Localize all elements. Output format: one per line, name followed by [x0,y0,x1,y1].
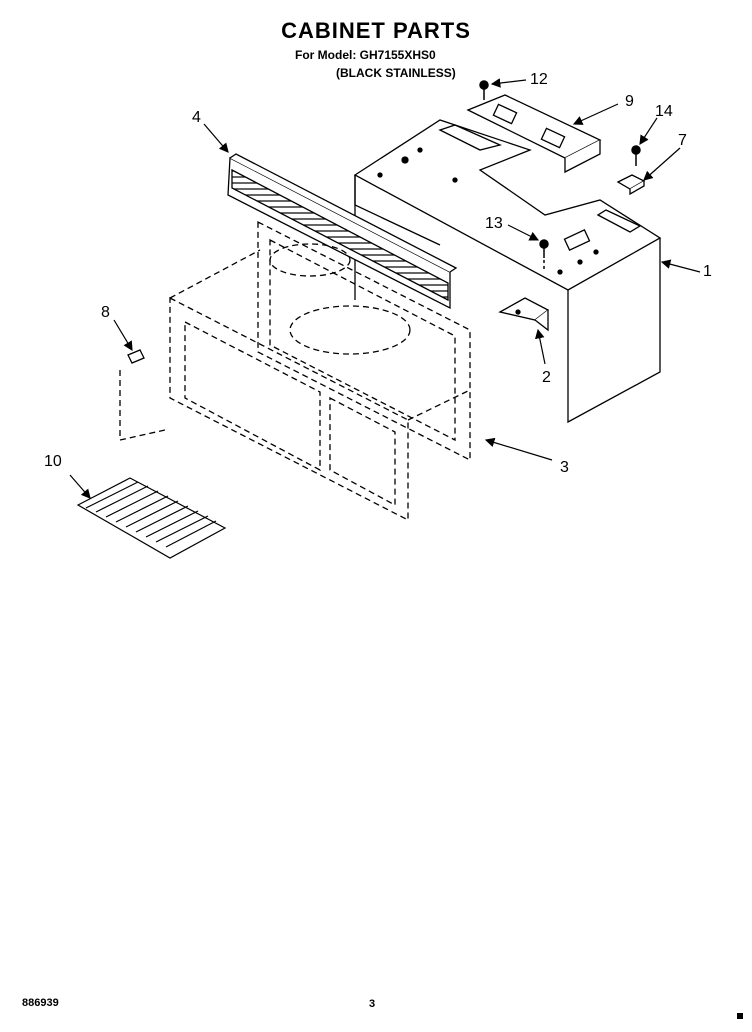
callout-2: 2 [542,369,551,386]
screw-12-part [479,80,489,100]
screw-13-part [539,239,549,272]
page-number: 3 [369,998,376,1010]
oven-cavity-part [257,220,471,462]
callout-10: 10 [44,453,62,470]
callout-4: 4 [192,109,201,126]
callout-8: 8 [101,304,110,321]
page-title: CABINET PARTS [281,18,471,43]
dashed-leader-8 [119,370,166,441]
callout-3: 3 [560,459,569,476]
callout-leaders [69,78,701,499]
corner-registration-mark [737,1013,743,1019]
callout-7: 7 [678,132,687,149]
fastener-8-part [127,349,145,364]
footer-document-code: 886939 [22,997,59,1009]
variant-line: (BLACK STAINLESS) [336,66,456,80]
mounting-bracket-part [466,94,602,174]
shelf-rack-part [76,477,227,559]
callout-1: 1 [703,263,712,280]
callout-13: 13 [485,215,503,232]
vent-grille-part [227,153,458,310]
clip-part [616,174,646,196]
callout-9: 9 [625,93,634,110]
callout-14: 14 [655,103,673,120]
side-bracket-part [498,297,550,332]
cabinet-wrapper-part [353,119,662,424]
model-line: For Model: GH7155XHS0 [295,48,436,62]
screw-14-part [631,145,641,166]
callout-12: 12 [530,71,548,88]
front-frame-part [169,249,471,522]
